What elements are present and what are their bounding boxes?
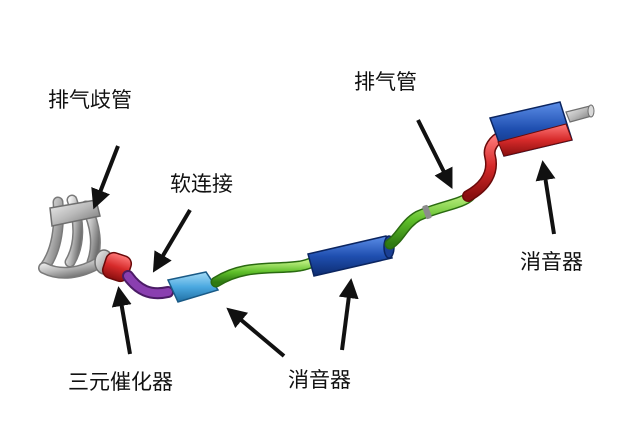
arrow-catalytic-converter <box>111 286 132 355</box>
label-muffler-rear: 消音器 <box>520 250 583 274</box>
label-flex-joint: 软连接 <box>170 172 233 196</box>
label-exhaust-pipe: 排气管 <box>354 70 417 94</box>
pipe-front-section <box>210 256 320 288</box>
label-muffler-middle: 消音器 <box>288 368 351 392</box>
label-manifold: 排气歧管 <box>48 88 132 112</box>
exhaust-manifold <box>38 194 114 279</box>
arrow-exhaust-pipe <box>416 119 453 189</box>
pipe-rear-section <box>462 130 508 202</box>
middle-muffler <box>307 235 395 277</box>
label-catalytic-converter: 三元催化器 <box>68 370 173 394</box>
arrow-manifold <box>91 145 120 210</box>
flex-joint <box>122 270 174 300</box>
arrow-middle-muffler <box>338 278 359 351</box>
front-resonator <box>166 271 220 303</box>
arrow-rear-muffler <box>535 160 556 235</box>
arrow-flex-joint <box>152 208 192 273</box>
arrow-front-resonator <box>226 307 286 358</box>
annotation-arrows <box>91 119 556 358</box>
rear-muffler <box>489 101 595 157</box>
pipe-middle-section <box>384 190 476 250</box>
